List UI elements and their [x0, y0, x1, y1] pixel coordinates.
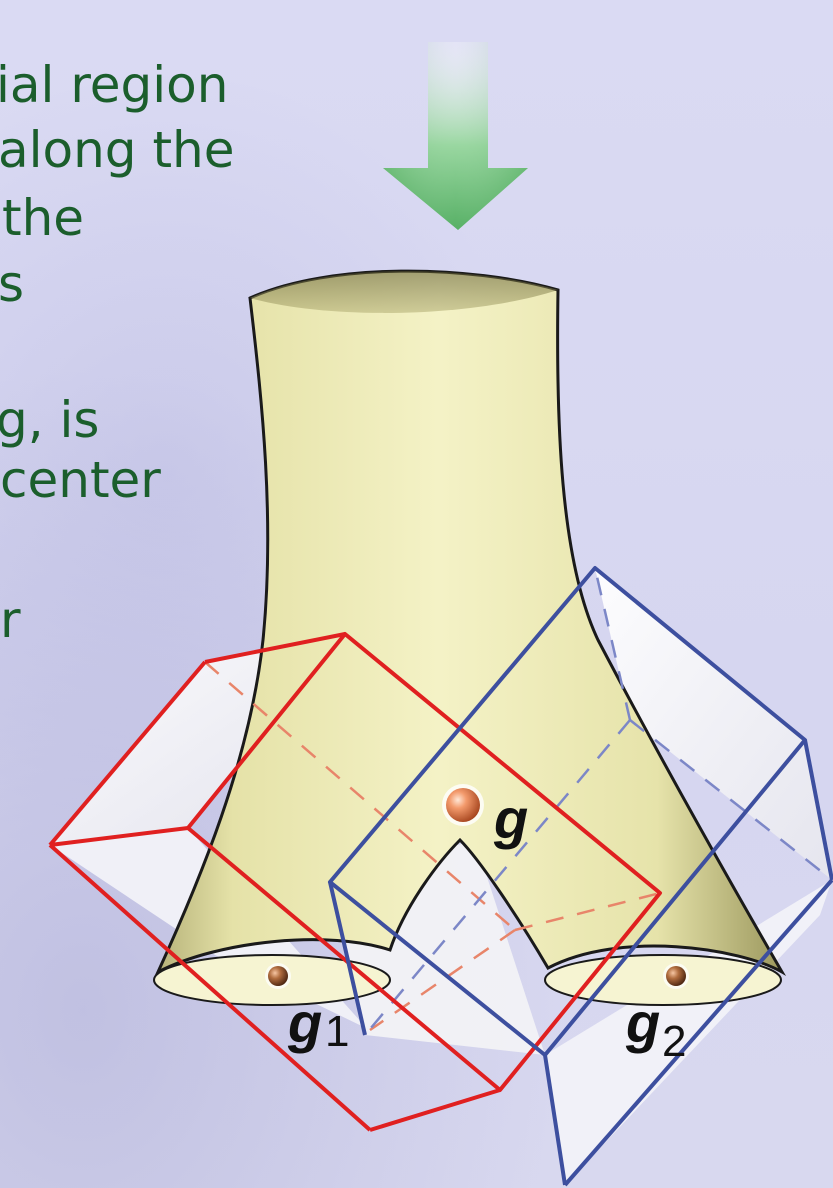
label-g1: g	[287, 991, 322, 1054]
label-g2-subscript: 2	[662, 1017, 686, 1066]
point-g1	[265, 963, 291, 989]
caption-line-4: s	[0, 255, 25, 313]
caption-line-2: along the	[0, 121, 235, 179]
blue-box-hidden-edges	[364, 567, 833, 1036]
label-g1-subscript: 1	[325, 1007, 349, 1056]
caption-line-1: ial region	[0, 56, 229, 114]
caption-line-6: center	[0, 451, 161, 509]
blue-box-edges	[328, 566, 833, 1187]
caption-line-5: g, is	[0, 391, 100, 449]
point-g2	[663, 963, 689, 989]
red-box-hidden-edges	[204, 661, 661, 1032]
point-g	[442, 784, 484, 826]
label-g2: g	[625, 991, 660, 1054]
red-box-edges	[48, 632, 662, 1132]
caption-line-8: r	[0, 591, 21, 649]
label-g: g	[493, 787, 528, 850]
caption-line-3: the	[2, 189, 85, 247]
down-arrow-icon	[383, 42, 528, 230]
